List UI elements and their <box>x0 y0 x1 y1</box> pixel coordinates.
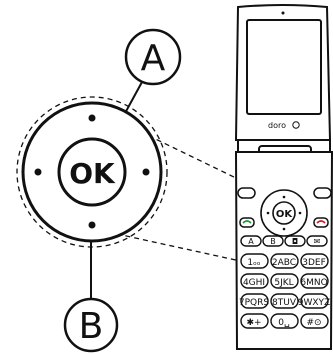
callout-b-label: B <box>79 306 104 347</box>
key-hash[interactable] <box>300 313 329 329</box>
key-star[interactable] <box>240 313 269 329</box>
key-6[interactable] <box>300 273 329 289</box>
key-b[interactable] <box>262 235 284 247</box>
camera-key-label: ◘ <box>292 237 298 246</box>
phone-screen <box>246 19 322 115</box>
key-2-label: 2ABC <box>272 258 296 268</box>
nav-up-dot <box>88 114 96 122</box>
callout-a: A <box>124 28 182 86</box>
key-2[interactable] <box>270 253 299 269</box>
key-3[interactable] <box>300 253 329 269</box>
key-b-label: B <box>270 237 276 246</box>
message-key-label: ✉ <box>314 237 321 246</box>
nav-right-dot <box>142 168 150 176</box>
key-8-label: 8TUV <box>272 298 297 308</box>
brand-label: doro <box>268 121 286 130</box>
key-star-label: ✱+ <box>246 318 261 328</box>
key-5-label: 5JKL <box>274 278 293 288</box>
camera-key[interactable] <box>284 235 306 247</box>
callout-b: B <box>63 297 119 353</box>
key-6-label: 6MNO <box>300 278 327 288</box>
ok-button[interactable] <box>57 137 127 207</box>
phone-top: doro <box>234 4 332 141</box>
message-key[interactable] <box>306 235 328 247</box>
end-call-icon <box>316 220 326 224</box>
key-hash-label: #⊙ <box>306 318 321 328</box>
key-9-label: 9WXYZ <box>298 298 330 308</box>
key-5[interactable] <box>270 273 299 289</box>
key-7-label: 7PQRS <box>239 298 269 308</box>
nav-pad-enlarged: OK <box>16 96 168 248</box>
keypad: 1ₒₒ 2ABC 3DEF 4GHI 5JKL 6MNO 7PQRS 8TUV … <box>239 253 330 329</box>
left-soft-key[interactable] <box>237 187 256 199</box>
key-0[interactable] <box>270 313 299 329</box>
earpiece <box>281 11 285 15</box>
small-ok-button[interactable] <box>272 201 296 225</box>
nav-pad-small: OK <box>260 189 308 237</box>
key-4[interactable] <box>240 273 269 289</box>
nav-left-dot <box>34 168 42 176</box>
brand-logo-icon <box>292 121 300 129</box>
key-3-label: 3DEF <box>302 258 326 268</box>
phone-bottom: OK A B ◘ ✉ 1ₒₒ 2ABC 3DEF 4GHI 5JKL <box>234 151 333 350</box>
right-soft-key[interactable] <box>313 187 332 199</box>
key-a-label: A <box>248 237 254 246</box>
nav-down-dot <box>88 221 96 229</box>
small-ok-label: OK <box>276 209 294 220</box>
key-7[interactable] <box>240 293 269 309</box>
call-icon <box>242 220 252 224</box>
ok-label: OK <box>69 157 116 190</box>
key-8[interactable] <box>270 293 299 309</box>
key-0-label: 0␣ <box>278 318 290 328</box>
call-key[interactable] <box>239 217 255 228</box>
key-4-label: 4GHI <box>243 278 265 288</box>
key-1[interactable] <box>240 253 269 269</box>
key-1-label: 1ₒₒ <box>247 258 260 268</box>
callout-a-label: A <box>141 38 166 79</box>
key-9[interactable] <box>300 293 329 309</box>
key-a[interactable] <box>240 235 262 247</box>
end-call-key[interactable] <box>313 217 329 228</box>
